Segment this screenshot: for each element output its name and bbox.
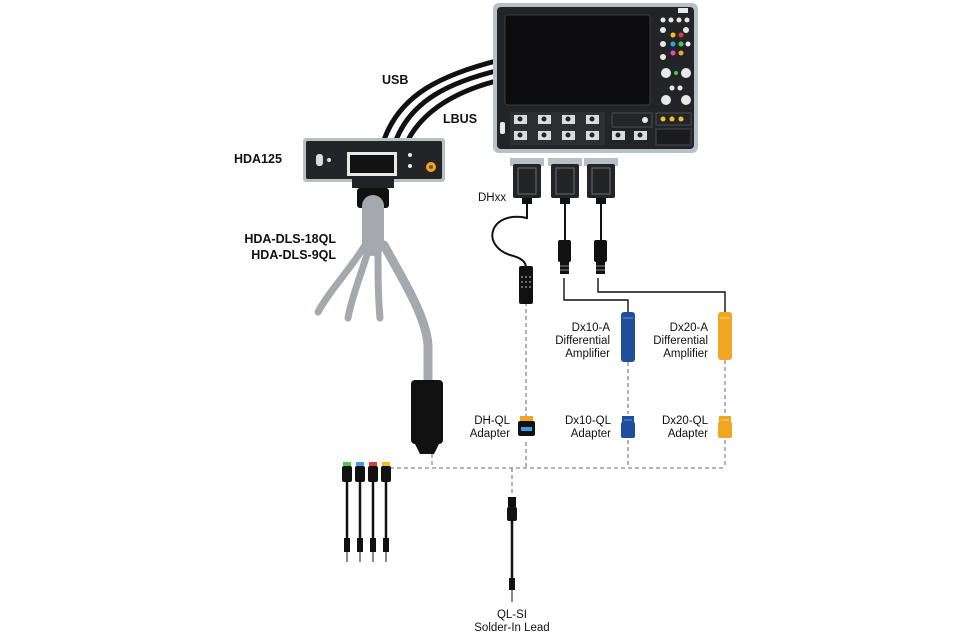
dhql-label-line2: Adapter <box>469 428 510 440</box>
dh-ql-adapter <box>518 416 535 436</box>
usb-cable <box>381 57 503 143</box>
dx10a-label-line1: Dx10-A <box>571 322 610 334</box>
dx10ql-label-line2: Adapter <box>570 428 611 440</box>
logic-analyzer-box-icon <box>303 138 445 182</box>
dx20ql-label-line1: Dx20-QL <box>661 415 708 427</box>
dx10-a-amplifier <box>621 312 635 362</box>
lbus-cable <box>405 77 503 143</box>
hda-dls-18ql-label: HDA-DLS-18QL <box>244 232 336 246</box>
hda-dls-probe-head <box>411 380 443 454</box>
dhxx-probe-tip <box>519 266 533 304</box>
qlsi-label-line1: QL-SI <box>496 609 528 621</box>
dx10-ql-adapter <box>621 416 635 438</box>
dx20-ql-adapter <box>718 416 732 438</box>
dx20-a-amplifier <box>718 312 732 360</box>
dx20a-label-line2: Differential <box>653 335 708 347</box>
hda-dls-9ql-label: HDA-DLS-9QL <box>251 248 336 262</box>
ql-si-solder-in-lead <box>507 497 517 602</box>
connection-dashed-lines <box>390 302 726 496</box>
dx20ql-label-line2: Adapter <box>667 428 708 440</box>
hda125-label: HDA125 <box>234 152 282 166</box>
usb-label: USB <box>382 73 409 87</box>
dhql-label-line1: DH-QL <box>474 415 510 427</box>
amplifier-connection-lines <box>563 278 726 312</box>
lbus-label: LBUS <box>443 112 478 126</box>
dx10a-label-line3: Amplifier <box>565 348 610 360</box>
oscilloscope-icon <box>493 3 698 153</box>
dx20a-label-line3: Amplifier <box>663 348 708 360</box>
dhxx-label: DHxx <box>478 192 507 204</box>
dx10a-label-line2: Differential <box>555 335 610 347</box>
multi-lead-cluster <box>342 462 391 562</box>
dx20a-label-line1: Dx20-A <box>669 322 708 334</box>
hda-dls-flex-lead <box>314 195 433 390</box>
dx10ql-label-line1: Dx10-QL <box>564 415 611 427</box>
qlsi-label-line2: Solder-In Lead <box>474 622 550 634</box>
dx-probe-connectors <box>558 240 607 274</box>
probe-icon <box>510 158 618 204</box>
